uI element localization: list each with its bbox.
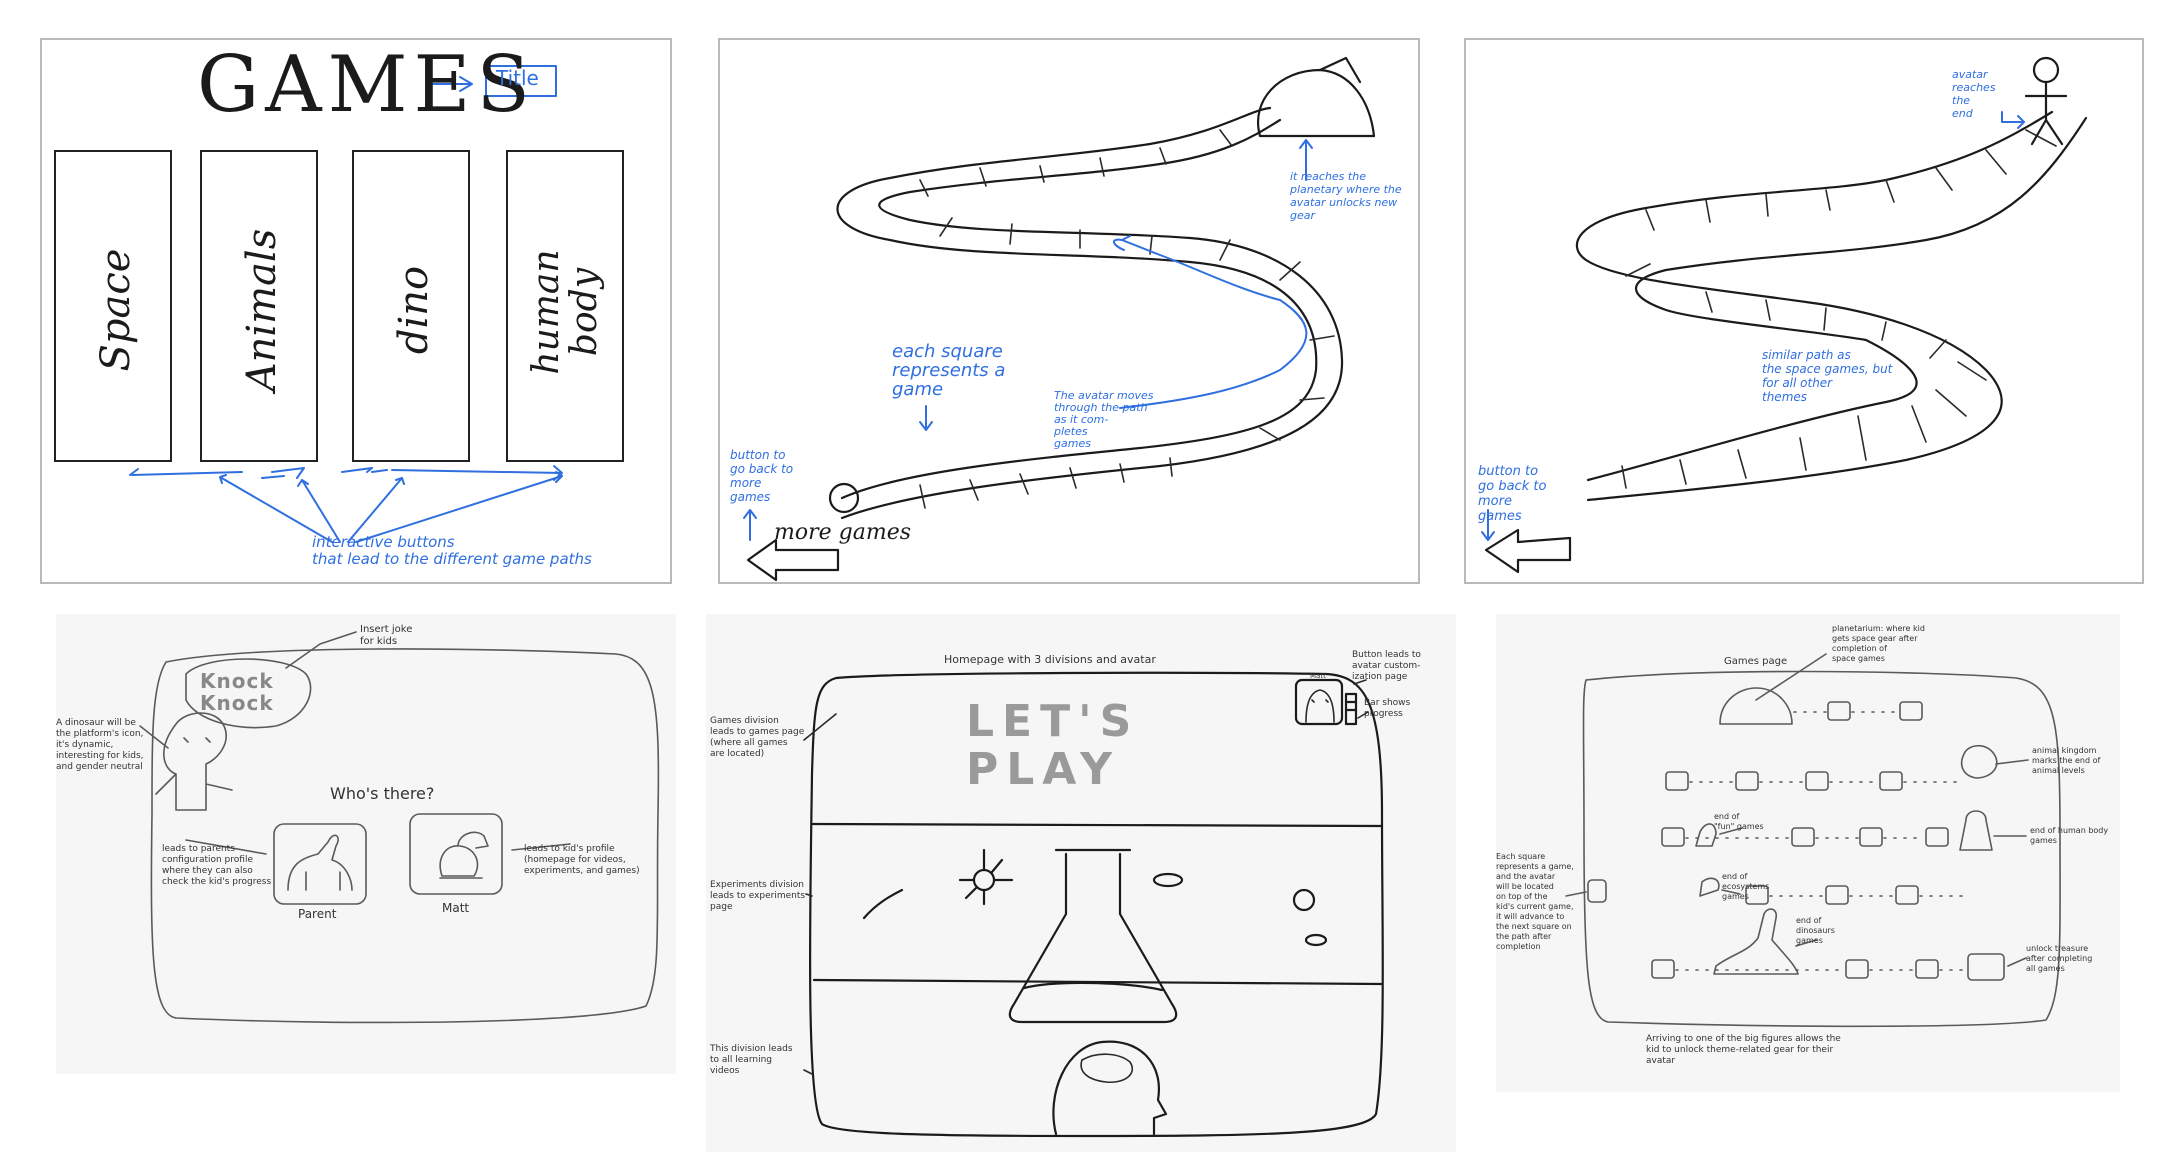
avatar-note: Button leads to avatar custom- ization p… <box>1352 650 1421 682</box>
avatar-move-note: The avatar moves through the path as it … <box>1054 389 1154 450</box>
animals-card-button[interactable]: Animals <box>200 150 318 462</box>
homepage-title: Homepage with 3 divisions and avatar <box>944 653 1156 666</box>
games-division[interactable] <box>814 680 1380 822</box>
dino-icon-note: A dinosaur will be the platform's icon, … <box>56 718 144 772</box>
knock-knock-logo[interactable]: Knock Knock <box>200 669 274 715</box>
kid-note: leads to kid's profile (homepage for vid… <box>524 844 640 876</box>
treasure-note: unlock treasure after completing all gam… <box>2026 944 2093 973</box>
lets-play-button[interactable]: LET'S PLAY <box>966 696 1140 795</box>
planetary-note: it reaches the planetary where the avata… <box>1290 170 1402 222</box>
planetarium-note: planetarium: where kid gets space gear a… <box>1832 624 1925 663</box>
experiments-division-note: Experiments division leads to experiment… <box>710 880 806 912</box>
square-explain-note: Each square represents a game, and the a… <box>1496 852 1574 951</box>
parent-profile-button[interactable]: Parent <box>298 907 337 921</box>
human-body-card-label: human body <box>526 249 605 375</box>
themes-path-drawing <box>1481 56 2088 574</box>
videos-division[interactable] <box>814 986 1380 1132</box>
themes-path-sketch: avatar reaches the end similar path as t… <box>1464 38 2144 584</box>
parent-note: leads to parents configuration profile w… <box>162 844 272 887</box>
more-games-button[interactable]: more games <box>774 520 912 545</box>
fun-games-note: end of "fun" games <box>1714 812 1764 831</box>
title-tag: Title <box>496 66 539 90</box>
similar-path-note: similar path as the space games, but for… <box>1762 348 1893 404</box>
experiments-division[interactable] <box>814 828 1380 978</box>
progress-note: Bar shows progress <box>1364 698 1411 719</box>
homepage-drawing <box>803 671 1384 1138</box>
games-map-sketch: Games page planetarium: where kid gets s… <box>1496 614 2120 1092</box>
kid-profile-button[interactable]: Matt <box>442 901 470 915</box>
animal-kingdom-note: animal kingdom marks the end of animal l… <box>2032 746 2101 775</box>
treasure-chest[interactable] <box>1966 952 2006 982</box>
games-menu-sketch: GAMES Title Space Animals dino human bod… <box>40 38 672 584</box>
joke-note: Insert joke for kids <box>360 624 413 647</box>
planetarium-figure[interactable] <box>1718 686 1794 726</box>
cards-note: interactive buttons that lead to the dif… <box>312 533 592 568</box>
games-page-title: Games page <box>1724 656 1788 667</box>
space-card-button[interactable]: Space <box>54 150 172 462</box>
login-sketch: Knock Knock Insert joke for kids A dinos… <box>56 614 676 1074</box>
login-drawing <box>139 631 660 1024</box>
dino-card-button[interactable]: dino <box>352 150 470 462</box>
videos-division-note: This division leads to all learning vide… <box>710 1044 793 1076</box>
games-map-drawing <box>1565 653 2061 1028</box>
back-button-note: button to go back to more games <box>730 448 794 504</box>
back-button-note-2: button to go back to more games <box>1478 464 1547 524</box>
whos-there-label: Who's there? <box>330 784 435 803</box>
space-path-drawing <box>743 56 1376 582</box>
animals-card-label: Animals <box>239 228 285 392</box>
avatar-button[interactable]: Matt <box>1310 672 1326 680</box>
bottom-note: Arriving to one of the big figures allow… <box>1646 1034 1841 1066</box>
human-body-card-button[interactable]: human body <box>506 150 624 462</box>
space-card-label: Space <box>93 248 139 372</box>
games-menu-drawing <box>129 65 563 543</box>
space-path-sketch: each square represents a game The avatar… <box>718 38 1420 584</box>
dinosaurs-note: end of dinosaurs games <box>1796 916 1835 945</box>
homepage-sketch: Homepage with 3 divisions and avatar LET… <box>706 614 1456 1152</box>
human-body-note: end of human body games <box>2030 826 2109 845</box>
square-note: each square represents a game <box>892 341 1006 400</box>
dino-card-label: dino <box>391 265 437 355</box>
games-division-note: Games division leads to games page (wher… <box>710 716 805 759</box>
games-title: GAMES <box>197 40 536 130</box>
end-note: avatar reaches the end <box>1952 68 1996 120</box>
ecosystems-note: end of ecosystems games <box>1722 872 1770 901</box>
